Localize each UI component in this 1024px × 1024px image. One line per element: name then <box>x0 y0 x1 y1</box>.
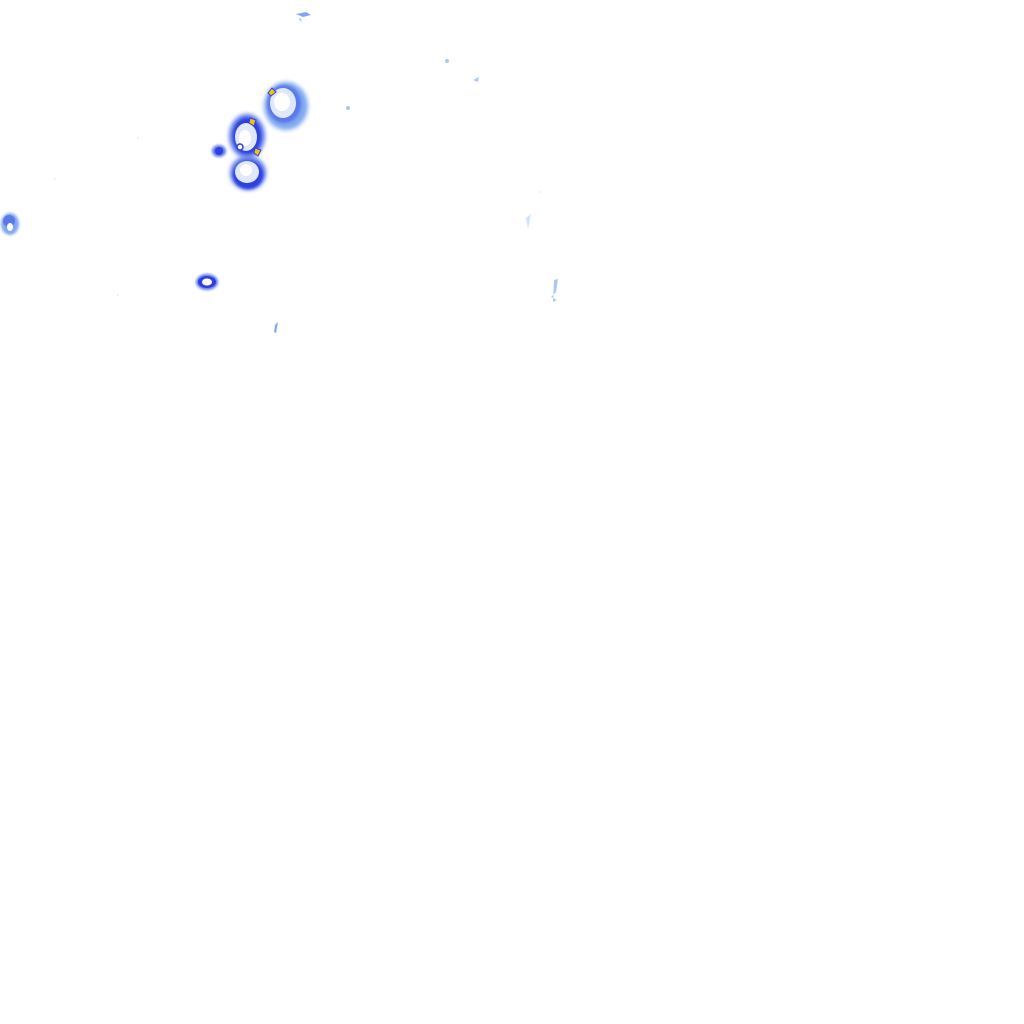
precip-cell-central-lower <box>230 156 266 190</box>
precip-cell-small-west <box>212 145 226 157</box>
trace-returns <box>54 12 558 333</box>
precip-cell-edge-left <box>1 213 19 235</box>
precip-cell-ring <box>196 274 218 290</box>
precip-cell-central-upper <box>229 114 265 158</box>
precip-cell-north-east <box>264 82 308 130</box>
